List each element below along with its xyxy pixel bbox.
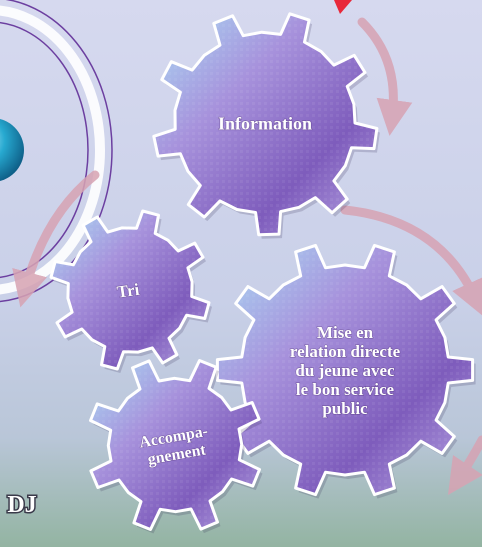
red-triangle xyxy=(334,0,352,14)
gear-information: Information xyxy=(152,12,380,239)
cycle-arrows xyxy=(12,17,482,495)
cycle-arrow xyxy=(340,205,482,317)
corner-label: DJ xyxy=(7,492,36,518)
cycle-arrow xyxy=(448,435,482,495)
gear-label-line: le bon service xyxy=(296,380,395,399)
gear-texture xyxy=(92,362,258,528)
gear-label-line: relation directe xyxy=(290,342,401,361)
gear-label-line: Information xyxy=(218,113,312,133)
gear-label-line: du jeune avec xyxy=(295,361,395,380)
gear-texture xyxy=(53,213,207,367)
gear-label-line: public xyxy=(322,399,368,418)
gear-label-line: Tri xyxy=(116,280,141,302)
gear-texture xyxy=(155,15,375,233)
teal-orb xyxy=(0,119,24,181)
decorative-ring-orb xyxy=(0,0,113,303)
gear-label-line: Mise en xyxy=(317,323,374,342)
cycle-arrow xyxy=(357,17,413,136)
gear-tri: Tri xyxy=(49,209,212,373)
cycle-arrow xyxy=(12,170,100,308)
gear-texture xyxy=(219,247,471,493)
gear-accompagnement: Accompa-gnement xyxy=(89,359,263,534)
